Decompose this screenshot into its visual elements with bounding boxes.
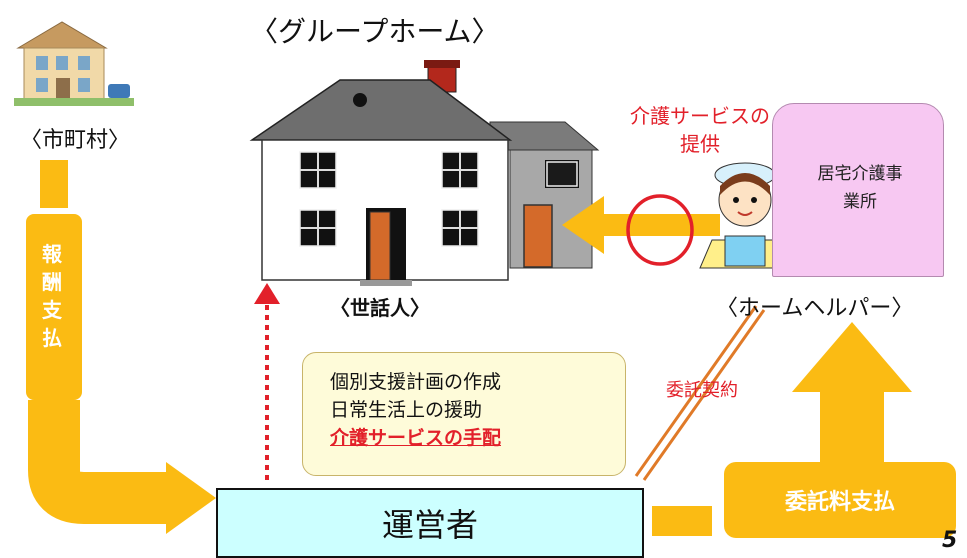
payment-char: 報 <box>42 242 62 266</box>
fee-payment-box <box>724 462 956 538</box>
payment-char: 酬 <box>42 270 62 294</box>
care-service-label: 介護サービスの 提供 <box>600 102 800 158</box>
care-service-line1: 介護サービスの <box>630 104 770 128</box>
care-service-arrow <box>562 194 720 266</box>
page-number: 5 <box>942 528 958 553</box>
payment-label: 報 酬 支 払 <box>30 240 74 352</box>
office-line1: 居宅介護事 <box>817 164 903 184</box>
group-home-house-icon <box>249 60 600 286</box>
city-label: 〈市町村〉 <box>20 128 131 153</box>
office-label: 居宅介護事 業所 <box>790 160 930 216</box>
payment-arrow <box>26 160 216 534</box>
office-line2: 業所 <box>843 192 877 212</box>
payment-char: 払 <box>42 326 62 350</box>
duty-daily-assistance: 日常生活上の援助 <box>330 399 483 421</box>
caregiver-label: 〈世話人〉 <box>330 296 430 320</box>
operator-duties-text: 個別支援計画の作成 日常生活上の援助 介護サービスの手配 <box>330 368 501 452</box>
home-care-office-box <box>772 103 944 277</box>
home-helper-icon <box>699 162 804 269</box>
dotted-support-arrow <box>254 283 280 480</box>
duty-care-arrangement: 介護サービスの手配 <box>330 427 502 449</box>
operator-label: 運営者 <box>381 506 478 544</box>
home-helper-label: 〈ホームヘルパー〉 <box>716 296 914 321</box>
care-service-line2: 提供 <box>680 132 720 156</box>
contract-line <box>634 305 766 481</box>
diagram-title: 〈グループホーム〉 <box>250 15 500 48</box>
contract-label: 委託契約 <box>666 380 738 401</box>
fee-payment-arrow <box>652 322 912 536</box>
payment-char: 支 <box>42 298 62 322</box>
city-hall-icon <box>14 21 134 106</box>
operator-box <box>216 488 644 558</box>
operator-duties-box <box>302 352 626 476</box>
fee-payment-label: 委託料支払 <box>784 490 895 515</box>
duty-support-plan: 個別支援計画の作成 <box>330 371 502 393</box>
